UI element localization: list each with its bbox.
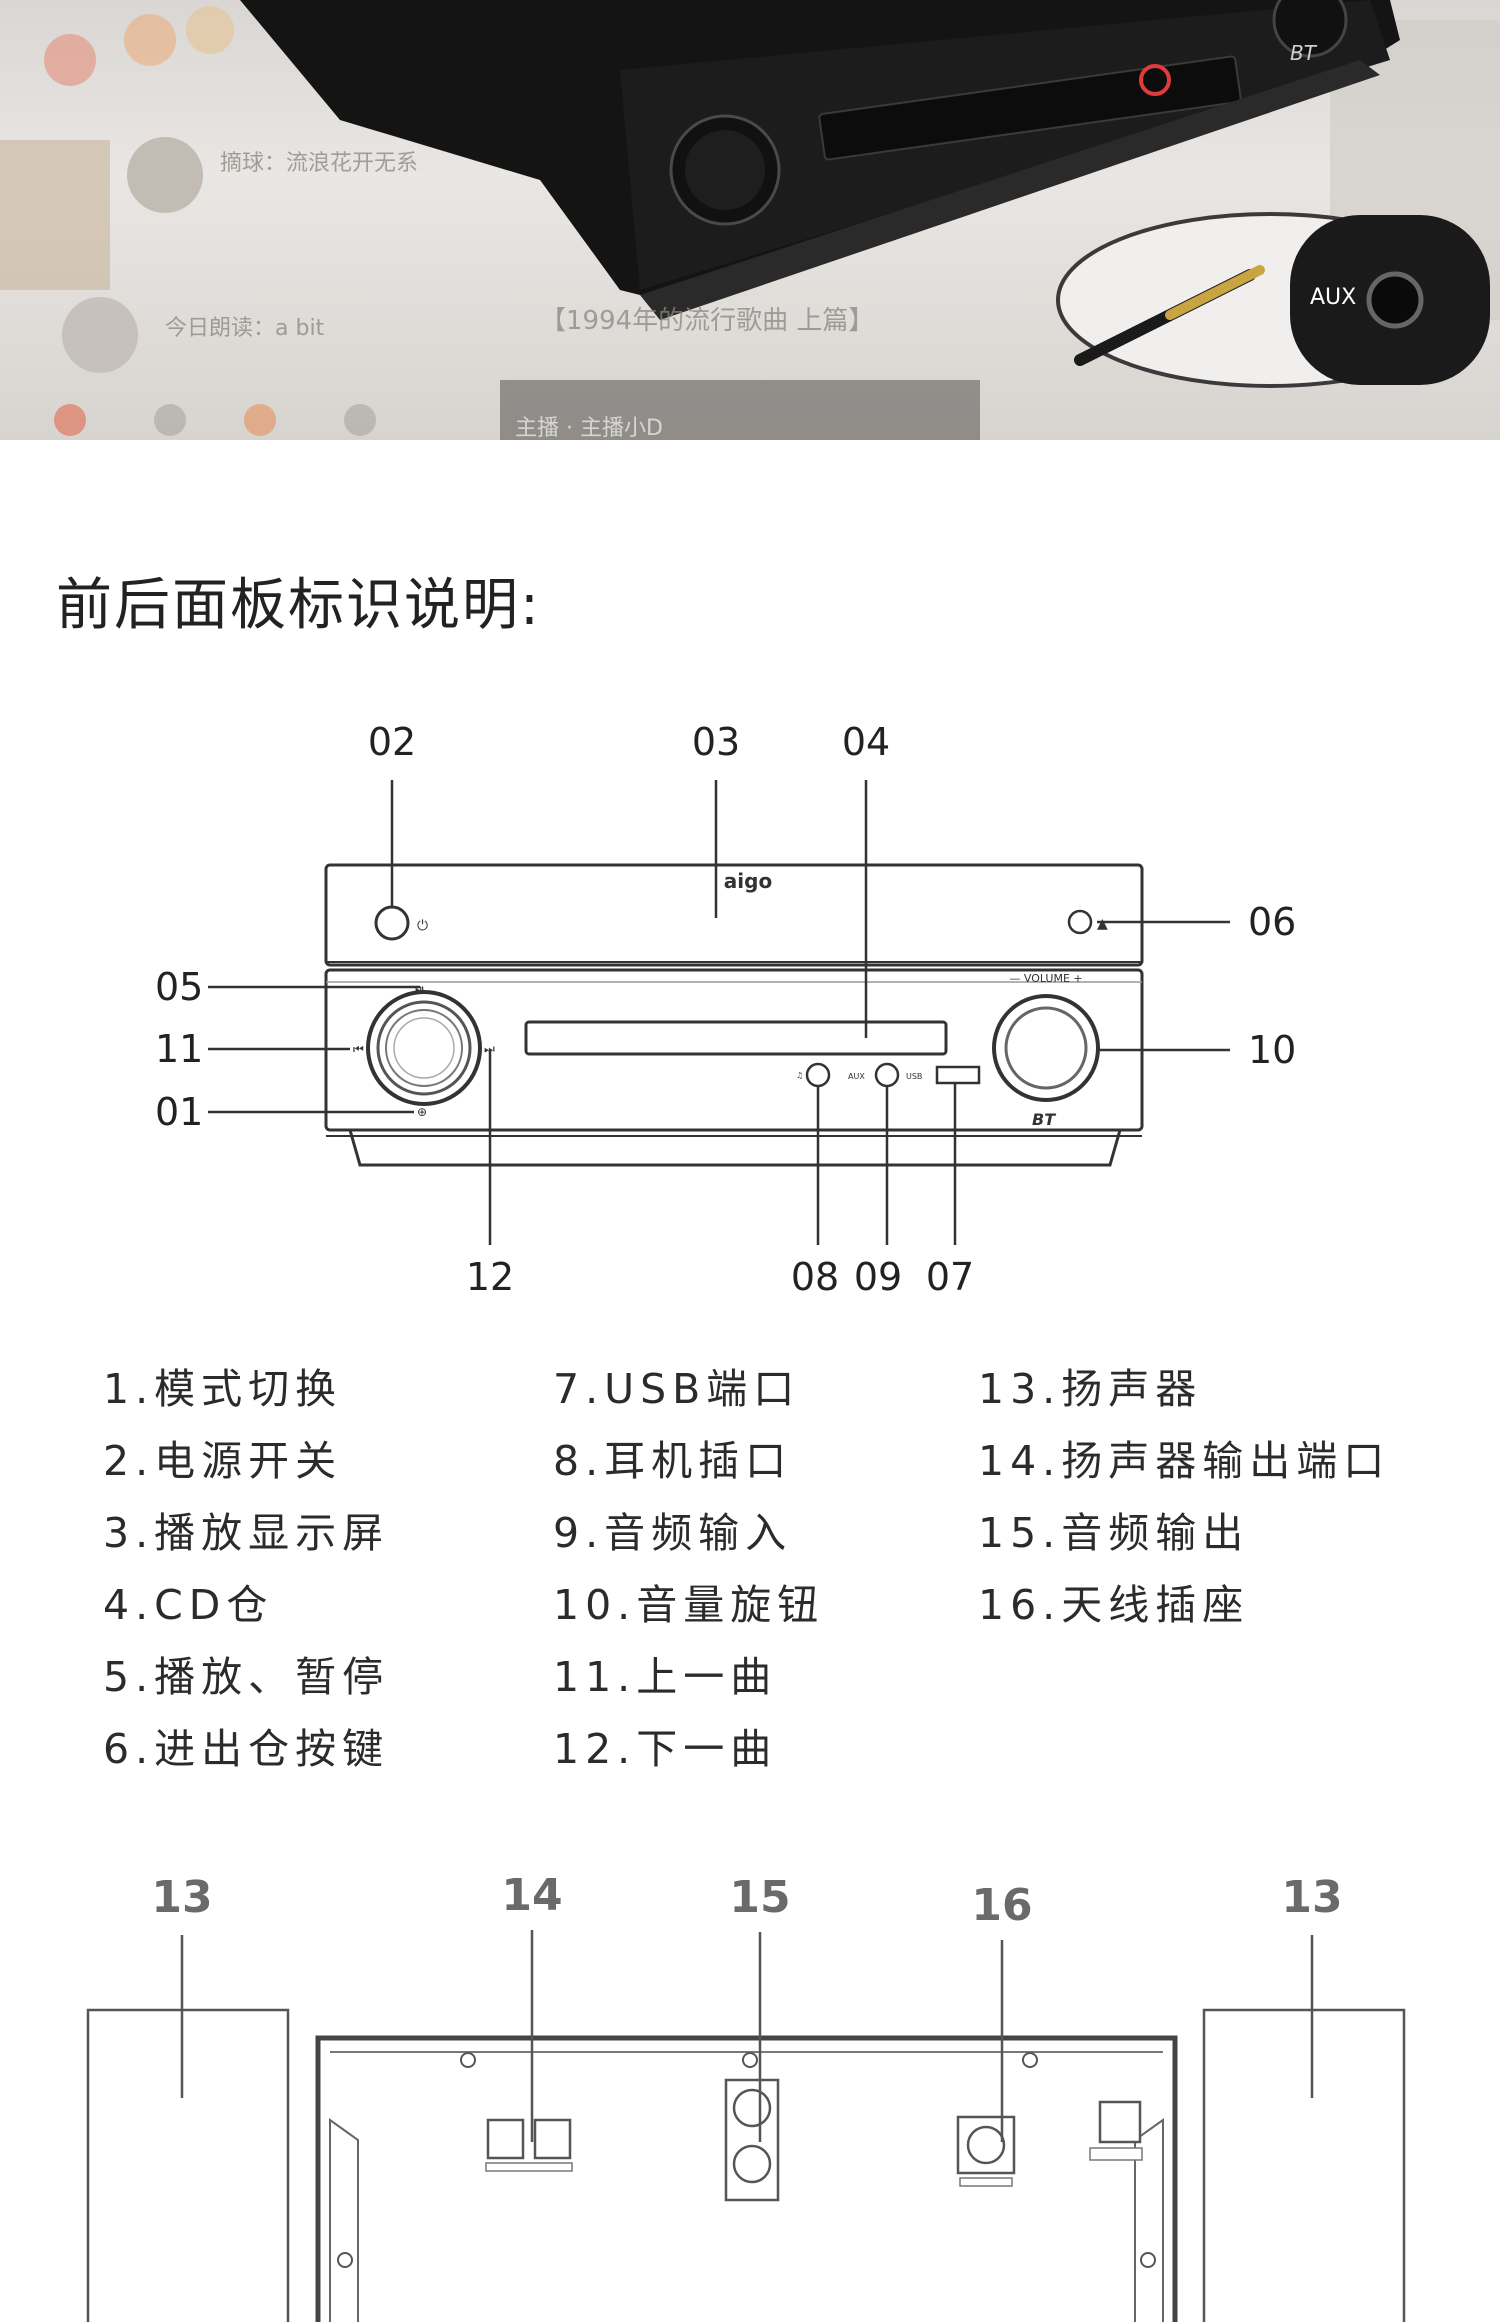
callout-02: 02	[368, 720, 416, 764]
hero-illustration: AUX BT	[0, 0, 1500, 440]
legend-item: 11.上一曲	[553, 1653, 778, 1701]
next-icon: ⏭	[484, 1042, 495, 1056]
cd-slot[interactable]	[524, 1020, 948, 1056]
hero-product-photo: AUX BT 摘球：流浪花开无系 今日朗读：a bit 【1994年的流行歌曲 …	[0, 0, 1500, 440]
left-speaker	[86, 2008, 290, 2322]
usb-label: USB	[906, 1072, 922, 1081]
power-icon: ⏻	[417, 918, 428, 934]
power-button[interactable]	[374, 905, 410, 941]
headphone-icon: ♫	[796, 1071, 803, 1080]
legend-item: 15.音频输出	[978, 1509, 1250, 1557]
callout-05: 05	[155, 965, 203, 1009]
aux-label: AUX	[848, 1072, 865, 1081]
rear-callout-15: 15	[729, 1872, 790, 1923]
speaker-output-port[interactable]	[485, 2118, 573, 2172]
legend-item: 16.天线插座	[978, 1581, 1250, 1629]
section-title: 前后面板标识说明:	[56, 573, 541, 638]
hero-overlay-text: 今日朗读：a bit	[165, 316, 325, 341]
hero-overlay-text: 【1994年的流行歌曲 上篇】	[540, 306, 875, 336]
legend-item: 9.音频输入	[553, 1509, 793, 1557]
leader-lines	[208, 780, 1230, 1245]
legend-column-3: 13.扬声器 14.扬声器输出端口 15.音频输出 16.天线插座	[978, 1355, 1390, 1643]
aux-jack-label: AUX	[1310, 285, 1356, 310]
callout-06: 06	[1248, 900, 1296, 944]
callout-07: 07	[926, 1255, 974, 1299]
legend-item: 14.扬声器输出端口	[978, 1437, 1391, 1485]
legend-item: 12.下一曲	[553, 1725, 778, 1773]
front-panel-diagram: aigo ⏻ ▲ ⏯ ⏮ ⏭ ⊕ — VOLUME + BT ♫ AUX USB	[155, 720, 1296, 1299]
rear-callout-13-left: 13	[151, 1872, 212, 1923]
play-pause-icon: ⏯	[415, 982, 425, 996]
hero-overlay-text: 摘球：流浪花开无系	[220, 151, 419, 176]
eject-button[interactable]	[1067, 909, 1093, 935]
legend-item: 10.音量旋钮	[553, 1581, 825, 1629]
rear-callout-13-right: 13	[1281, 1872, 1342, 1923]
audio-output-port[interactable]	[724, 2078, 780, 2202]
legend-item: 2.电源开关	[103, 1437, 343, 1485]
legend-item: 7.USB端口	[553, 1365, 801, 1413]
hero-bt-badge: BT	[1290, 41, 1318, 65]
legend-item: 4.CD仓	[103, 1581, 274, 1629]
previous-icon: ⏮	[353, 1042, 364, 1056]
callout-08: 08	[791, 1255, 839, 1299]
callout-10: 10	[1248, 1028, 1296, 1072]
hero-overlay-text: 主播 · 主播小D	[515, 416, 663, 440]
volume-label: — VOLUME +	[1009, 972, 1082, 985]
brand-logo: aigo	[724, 869, 772, 893]
callout-09: 09	[854, 1255, 902, 1299]
legend-item: 13.扬声器	[978, 1365, 1203, 1413]
aux-jack[interactable]	[874, 1062, 900, 1088]
callout-11: 11	[155, 1027, 203, 1071]
headphone-jack[interactable]	[805, 1062, 831, 1088]
legend-item: 1.模式切换	[103, 1365, 343, 1413]
bt-label: BT	[1032, 1110, 1056, 1129]
callout-04: 04	[842, 720, 890, 764]
rear-callout-14: 14	[501, 1870, 562, 1921]
usb-port[interactable]	[935, 1065, 981, 1085]
volume-knob[interactable]	[992, 994, 1100, 1102]
legend-item: 6.进出仓按键	[103, 1725, 390, 1773]
eject-icon: ▲	[1097, 916, 1108, 932]
rear-callout-16: 16	[971, 1880, 1032, 1931]
legend-column-1: 1.模式切换 2.电源开关 3.播放显示屏 4.CD仓 5.播放、暂停 6.进出…	[103, 1355, 389, 1787]
callout-03: 03	[692, 720, 740, 764]
antenna-socket[interactable]	[956, 2115, 1016, 2187]
power-inlet[interactable]	[1089, 2100, 1143, 2161]
playback-dial[interactable]	[366, 990, 482, 1106]
mode-icon: ⊕	[417, 1105, 427, 1119]
legend-column-2: 7.USB端口 8.耳机插口 9.音频输入 10.音量旋钮 11.上一曲 12.…	[553, 1355, 824, 1787]
legend-item: 8.耳机插口	[553, 1437, 793, 1485]
rear-panel-diagram: 13 14 15 16 13	[86, 1870, 1406, 2322]
callout-12: 12	[466, 1255, 514, 1299]
right-speaker	[1202, 2008, 1406, 2322]
rear-leader-lines	[180, 1930, 1314, 2142]
legend-item: 3.播放显示屏	[103, 1509, 390, 1557]
callout-01: 01	[155, 1090, 203, 1134]
legend-item: 5.播放、暂停	[103, 1653, 390, 1701]
